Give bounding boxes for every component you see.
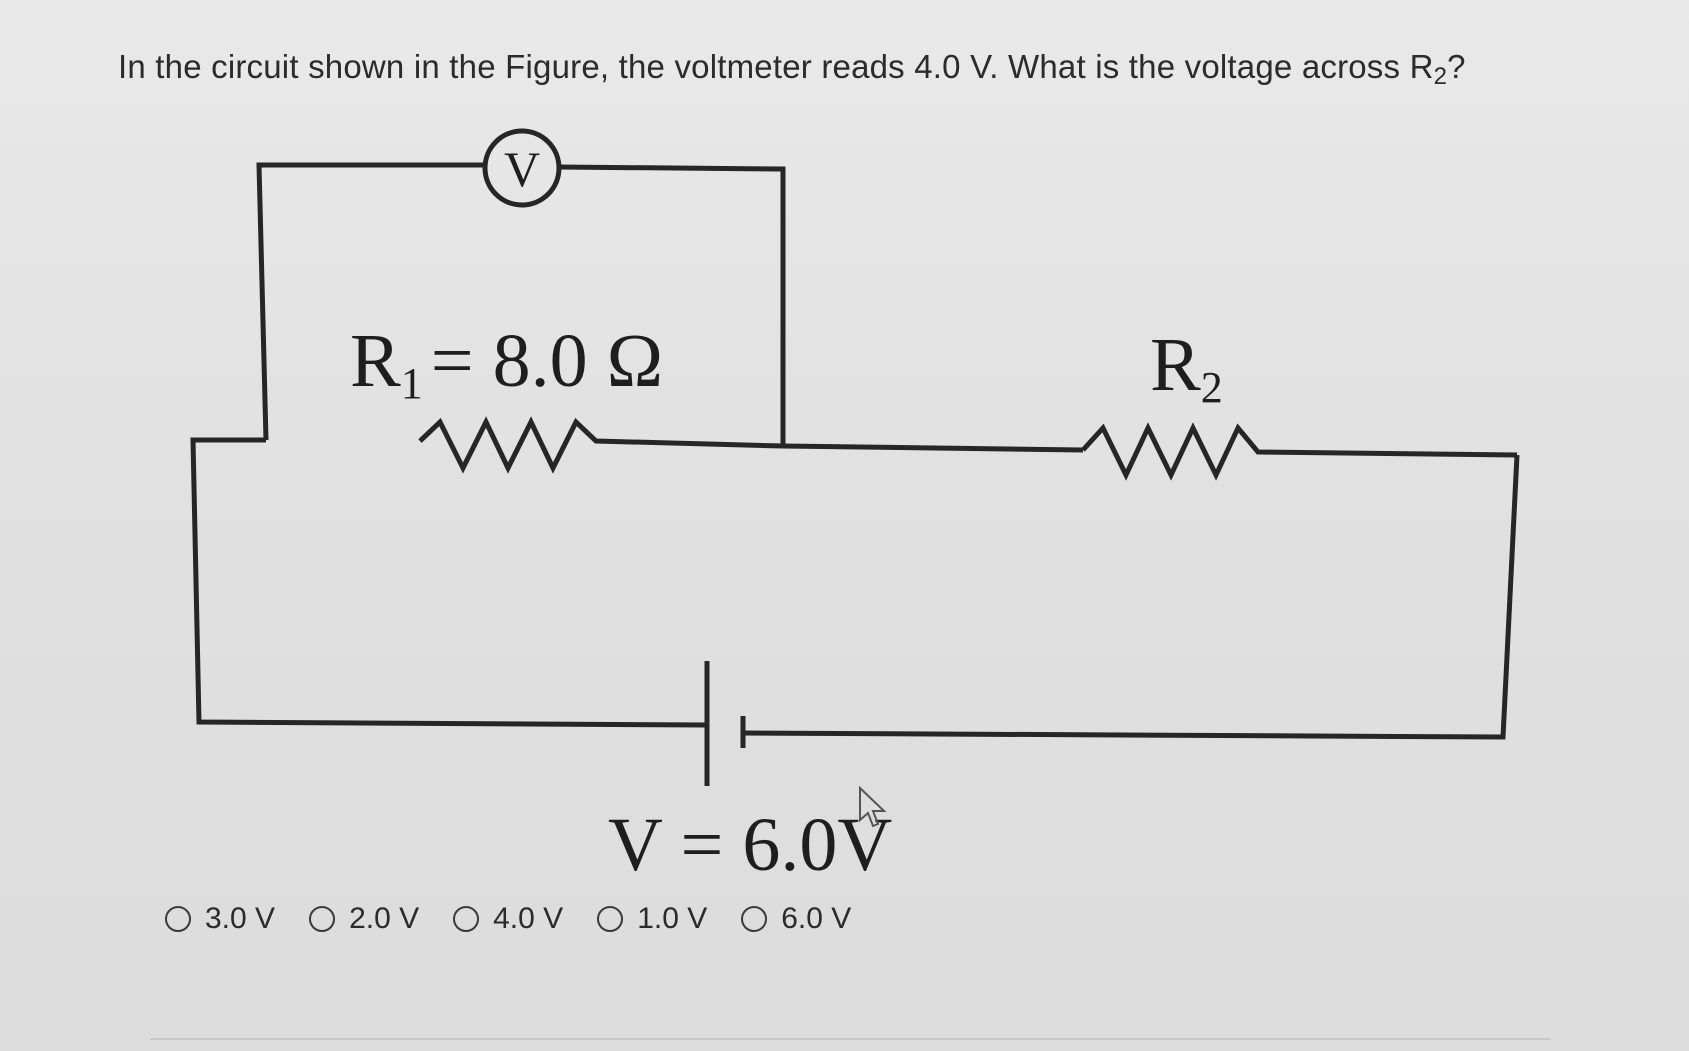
wire-right [742,454,1520,740]
choice-label: 2.0 V [349,902,420,935]
wire-left-top [190,437,706,728]
resistor-r1-zigzag [418,416,784,474]
question-main: In the circuit shown in the Figure, the … [118,48,1434,85]
r1-label: R1= 8.0 Ω [350,319,663,408]
choice-label: 3.0 V [205,902,276,935]
battery-label: V = 6.0V [608,803,892,887]
r2-label-main: R [1150,323,1201,407]
choice-6v[interactable]: 6.0 V [741,902,851,936]
radio-button-icon[interactable] [165,906,191,932]
radio-button-icon[interactable] [309,906,336,932]
choice-3v[interactable]: 3.0 V [165,902,275,936]
divider [150,1038,1550,1040]
r1-label-main: R [350,319,401,403]
question-text: In the circuit shown in the Figure, the … [118,48,1466,91]
resistor-r2-zigzag [1081,422,1518,481]
radio-button-icon[interactable] [741,906,768,932]
choice-1v[interactable]: 1.0 V [597,902,707,936]
radio-button-icon[interactable] [453,906,480,932]
r2-label-sub: 2 [1201,363,1223,412]
voltmeter-wire-right [557,164,786,446]
r2-label: R2 [1150,323,1223,412]
r1-label-sub: 1 [401,359,423,408]
voltmeter-wire [256,162,487,441]
choice-2v[interactable]: 2.0 V [309,902,419,936]
wire-middle [782,443,1084,453]
choice-label: 4.0 V [493,902,564,935]
mouse-pointer-icon [859,786,887,828]
question-end: ? [1447,48,1466,85]
voltmeter-symbol: V [504,141,540,197]
choice-label: 1.0 V [637,902,708,935]
question-subscript: 2 [1433,63,1448,90]
choice-4v[interactable]: 4.0 V [453,902,563,936]
voltmeter-circle [482,128,562,208]
r1-label-value: = 8.0 Ω [431,319,663,403]
radio-button-icon[interactable] [597,906,624,932]
answer-choices: 3.0 V 2.0 V 4.0 V 1.0 V 6.0 V [165,902,851,936]
choice-label: 6.0 V [781,902,852,935]
